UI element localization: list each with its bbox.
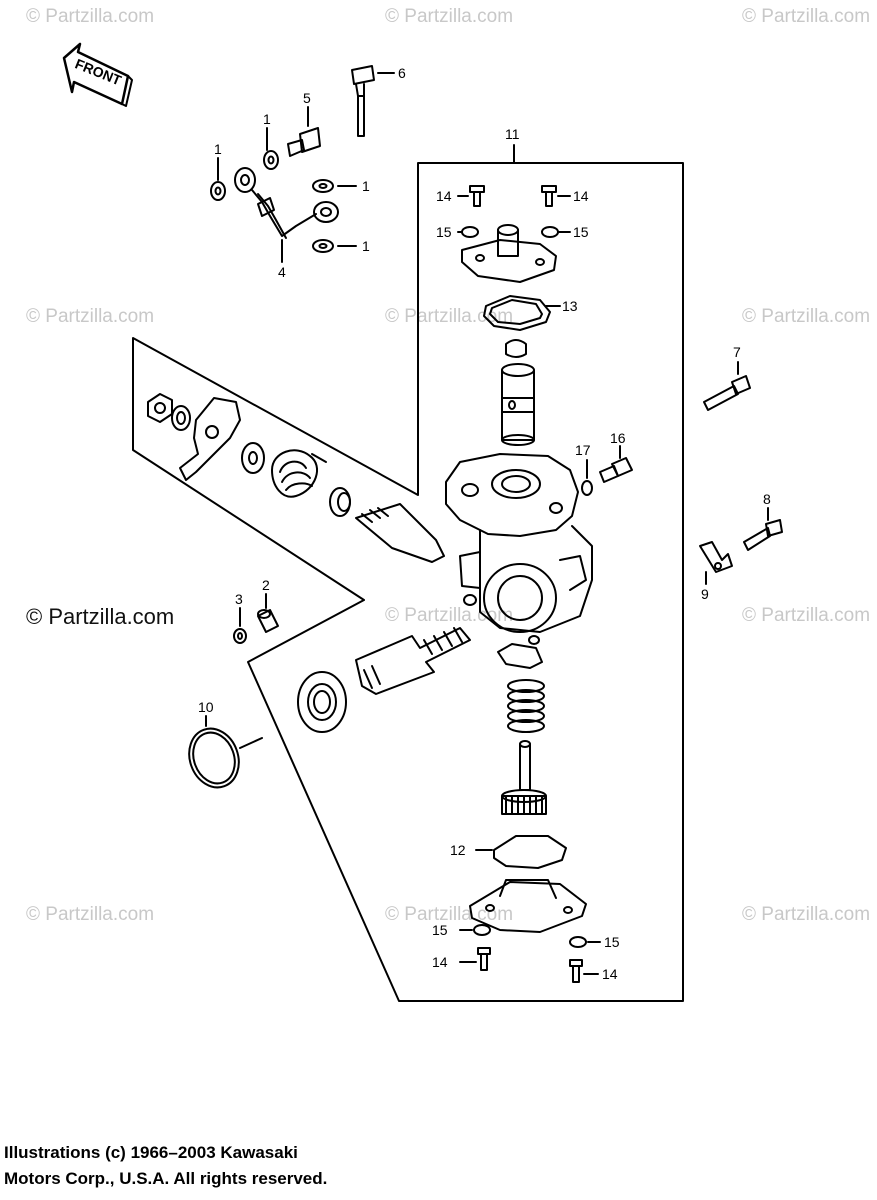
pump-gear-shaft xyxy=(501,740,547,815)
callout-1: 1 xyxy=(362,238,370,254)
watermark: © Partzilla.com xyxy=(26,6,155,27)
plunger-piston xyxy=(501,363,535,446)
part-1-washer xyxy=(312,179,334,193)
callout-14: 14 xyxy=(573,188,589,204)
callout-16: 16 xyxy=(610,430,626,446)
front-label: FRONT xyxy=(73,55,124,88)
bottom-cover-plate xyxy=(469,879,587,933)
callout-10: 10 xyxy=(198,699,214,715)
callout-7: 7 xyxy=(733,344,741,360)
callout-8: 8 xyxy=(763,491,771,507)
part-9-clamp xyxy=(699,541,733,573)
callout-9: 9 xyxy=(701,586,709,602)
plunger-cap xyxy=(505,339,527,358)
watermark: © Partzilla.com xyxy=(742,904,871,925)
callout-14: 14 xyxy=(602,966,618,982)
pump-shaft xyxy=(355,627,471,695)
part-17-washer xyxy=(581,480,593,496)
callout-15: 15 xyxy=(573,224,589,240)
watermark: © Partzilla.com xyxy=(385,605,514,626)
part-2-collar xyxy=(257,609,279,633)
part-4-oil-pipe xyxy=(234,167,339,239)
callout-14: 14 xyxy=(432,954,448,970)
pump-lever-group xyxy=(147,393,445,563)
front-arrow-icon: FRONT xyxy=(62,42,133,107)
part-12-gasket xyxy=(493,835,567,869)
callout-12: 12 xyxy=(450,842,466,858)
part-7-bolt xyxy=(703,375,751,411)
part-15-washer xyxy=(461,226,479,238)
part-15-washer xyxy=(541,226,559,238)
part-6-banjo-bolt xyxy=(351,65,375,137)
callout-15: 15 xyxy=(604,934,620,950)
part-1-washer xyxy=(312,239,334,253)
callout-4: 4 xyxy=(278,264,286,280)
callout-labels: 6 5 1 1 1 1 4 11 14 14 15 15 13 7 17 16 … xyxy=(198,65,771,982)
part-14-screw xyxy=(541,185,557,207)
part-8-bolt xyxy=(743,519,783,551)
callout-6: 6 xyxy=(398,65,406,81)
callout-1: 1 xyxy=(362,178,370,194)
oil-seal xyxy=(297,671,347,733)
callout-15: 15 xyxy=(432,922,448,938)
copyright-line: Motors Corp., U.S.A. All rights reserved… xyxy=(4,1169,328,1188)
callout-14: 14 xyxy=(436,188,452,204)
watermark: © Partzilla.com xyxy=(26,306,155,327)
part-1-washer xyxy=(210,181,226,201)
watermark: © Partzilla.com xyxy=(385,6,514,27)
assembly-boundary-11 xyxy=(132,162,684,1002)
watermark: © Partzilla.com xyxy=(742,605,871,626)
part-13-gasket xyxy=(483,295,551,331)
watermark: © Partzilla.com xyxy=(26,904,155,925)
callout-1: 1 xyxy=(263,111,271,127)
watermark-prominent: © Partzilla.com xyxy=(26,604,175,629)
part-14-screw xyxy=(569,959,583,983)
top-cover-plate xyxy=(461,224,557,283)
callout-3: 3 xyxy=(235,591,243,607)
part-10-o-ring xyxy=(188,727,240,789)
callout-1: 1 xyxy=(214,141,222,157)
part-14-screw xyxy=(477,947,491,971)
copyright-notice: Illustrations (c) 1966–2003 Kawasaki Mot… xyxy=(4,1140,327,1192)
watermark: © Partzilla.com xyxy=(742,306,871,327)
watermark: © Partzilla.com xyxy=(385,904,514,925)
watermark: © Partzilla.com xyxy=(742,6,871,27)
callout-13: 13 xyxy=(562,298,578,314)
callout-15: 15 xyxy=(436,224,452,240)
pump-spring xyxy=(507,679,545,733)
part-1-washer xyxy=(263,150,279,170)
part-3-washer xyxy=(233,628,247,644)
callout-17: 17 xyxy=(575,442,591,458)
copyright-line: Illustrations (c) 1966–2003 Kawasaki xyxy=(4,1143,298,1162)
part-15-washer xyxy=(569,936,587,948)
part-14-screw xyxy=(469,185,485,207)
pump-body xyxy=(445,453,593,645)
callout-2: 2 xyxy=(262,577,270,593)
part-16-bolt xyxy=(599,457,633,483)
seal-ring xyxy=(497,643,543,669)
part-5-bolt xyxy=(287,127,321,157)
callout-5: 5 xyxy=(303,90,311,106)
part-15-washer xyxy=(473,924,491,936)
callout-11: 11 xyxy=(505,126,520,142)
